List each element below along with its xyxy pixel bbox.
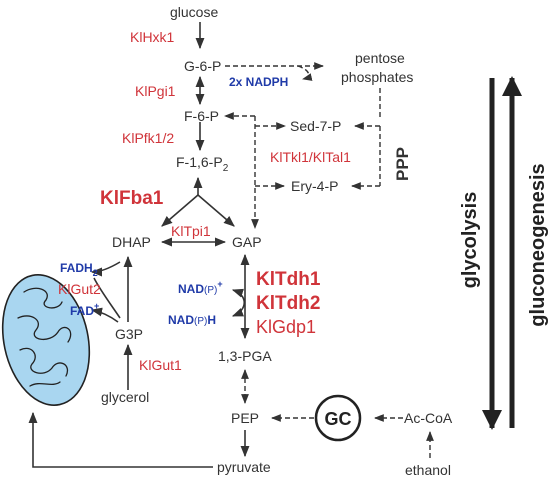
cofactor-nadp-plus-a: NAD xyxy=(178,282,204,296)
cofactor-fadh2: FADH2 xyxy=(60,261,98,278)
cofactor-nadph-c: H xyxy=(207,313,216,327)
cofactor-fadh2-base: FADH xyxy=(60,261,93,275)
arrow-nadph-curl xyxy=(297,65,313,81)
metabolite-f6p: F-6-P xyxy=(184,108,219,124)
metabolite-pentose-line2: phosphates xyxy=(341,69,413,85)
metabolite-f16p2-sub: 2 xyxy=(223,163,229,174)
enzyme-tdh1: KlTdh1 xyxy=(256,269,321,290)
metabolite-gap: GAP xyxy=(232,234,262,250)
metabolite-dhap: DHAP xyxy=(112,234,151,250)
enzyme-tdh2: KlTdh2 xyxy=(256,293,320,314)
enzyme-pfk12: KlPfk1/2 xyxy=(122,130,174,146)
metabolite-g3p: G3P xyxy=(115,326,143,342)
cofactor-nadph-a: NAD xyxy=(168,313,194,327)
dashed-arrows xyxy=(224,62,434,458)
arrow-nad-cycle xyxy=(231,288,246,317)
enzyme-gut2: KlGut2 xyxy=(58,281,101,297)
cofactor-fadh2-sub: 2 xyxy=(93,268,98,278)
metabolite-pyruvate: pyruvate xyxy=(217,459,271,475)
glycolysis-label: glycolysis xyxy=(459,192,481,289)
enzyme-fba1: KlFba1 xyxy=(100,188,164,209)
cofactor-nadp-plus-b: (P) xyxy=(204,285,217,296)
cofactor-fad: FAD+ xyxy=(70,301,99,318)
gluconeogenesis-label: gluconeogenesis xyxy=(527,163,549,326)
cofactor-fad-base: FAD xyxy=(70,304,94,318)
metabolite-glucose: glucose xyxy=(170,4,218,20)
arrow-fadh2-out xyxy=(90,261,121,277)
metabolite-f16p2-base: F-1,6-P xyxy=(176,154,223,170)
cofactors: 2x NADPH FADH2 FAD+ NAD(P)+ NAD(P)H xyxy=(60,75,288,327)
solid-arrows xyxy=(28,22,250,468)
cofactor-nadp-plus: NAD(P)+ xyxy=(178,279,223,296)
arrow-fba-to-gap xyxy=(197,194,235,227)
arrow-fba-to-dhap xyxy=(161,194,199,227)
enzyme-tpi1: KlTpi1 xyxy=(171,223,211,239)
metabolite-ery4p: Ery-4-P xyxy=(291,178,338,194)
arrow-pyruvate-mitochondrion xyxy=(28,411,213,468)
gc-label: GC xyxy=(325,409,352,429)
cofactor-fad-sup: + xyxy=(94,301,99,311)
ppp-label: PPP xyxy=(393,147,412,181)
metabolites: glucose G-6-P pentose phosphates F-6-P S… xyxy=(101,4,453,478)
metabolite-glycerol: glycerol xyxy=(101,389,149,405)
enzyme-gut1: KlGut1 xyxy=(139,357,182,373)
enzyme-tkl-tal: KlTkl1/KlTal1 xyxy=(270,149,351,165)
metabolite-pentose-line1: pentose xyxy=(355,50,405,66)
metabolite-g6p: G-6-P xyxy=(184,58,221,74)
enzyme-gdp1: KlGdp1 xyxy=(256,317,316,337)
cofactor-nadph: 2x NADPH xyxy=(229,75,288,89)
metabolite-f16p2: F-1,6-P2 xyxy=(176,154,229,174)
metabolite-acoa: Ac-CoA xyxy=(404,410,453,426)
enzyme-hxk1: KlHxk1 xyxy=(130,29,175,45)
arrow-fad-in xyxy=(90,307,119,323)
enzyme-pgi1: KlPgi1 xyxy=(135,83,176,99)
arrow-fad-cycle xyxy=(93,277,121,319)
gc-cycle: GC xyxy=(314,394,362,442)
metabolite-sed7p: Sed-7-P xyxy=(290,118,341,134)
cofactor-nadph-b: (P) xyxy=(194,316,207,327)
cofactor-nadph-reduced: NAD(P)H xyxy=(168,313,216,327)
cofactor-nadp-plus-sup: + xyxy=(217,279,222,289)
enzymes: KlHxk1 KlPgi1 KlPfk1/2 KlFba1 KlTkl1/KlT… xyxy=(58,29,351,373)
metabolite-pep: PEP xyxy=(231,410,259,426)
mitochondrion-icon xyxy=(1,274,91,406)
metabolite-pga: 1,3-PGA xyxy=(218,348,272,364)
metabolite-ethanol: ethanol xyxy=(405,462,451,478)
